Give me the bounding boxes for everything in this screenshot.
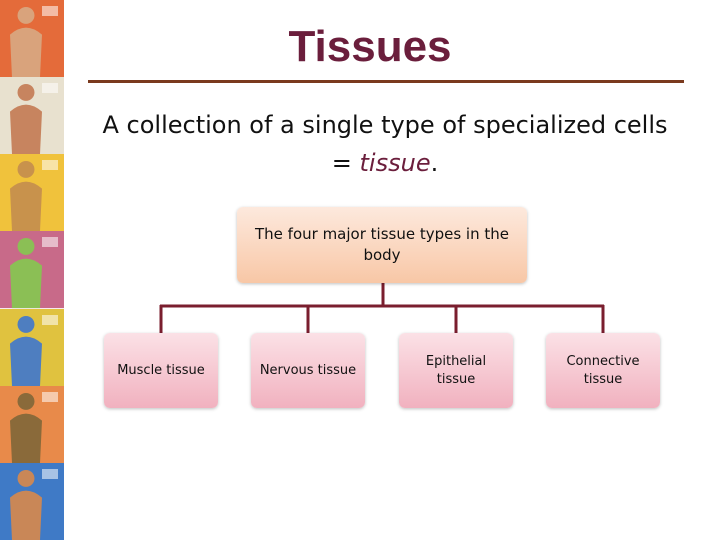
circulatory-system-tile xyxy=(0,154,64,232)
title-divider xyxy=(88,80,684,83)
subtitle-text: A collection of a single type of special… xyxy=(102,111,668,177)
nervous-system-tile xyxy=(0,385,64,463)
child-node-connective: Connective tissue xyxy=(546,333,660,408)
respiratory-system-tile xyxy=(0,77,64,155)
slide-subtitle: A collection of a single type of special… xyxy=(90,106,680,182)
subtitle-emphasis: tissue xyxy=(359,149,431,177)
child-node-nervous: Nervous tissue xyxy=(251,333,365,408)
child-node-muscle: Muscle tissue xyxy=(104,333,218,408)
slide-title: Tissues xyxy=(288,22,452,71)
subtitle-period: . xyxy=(430,149,439,177)
muscular-system-tile xyxy=(0,308,64,386)
endocrine-system-tile xyxy=(0,462,64,540)
root-node: The four major tissue types in the body xyxy=(237,207,527,283)
body-systems-sidebar xyxy=(0,0,64,540)
skeletal-system-tile xyxy=(0,231,64,309)
digestive-system-tile xyxy=(0,0,64,78)
child-node-epithelial: Epithelial tissue xyxy=(399,333,513,408)
